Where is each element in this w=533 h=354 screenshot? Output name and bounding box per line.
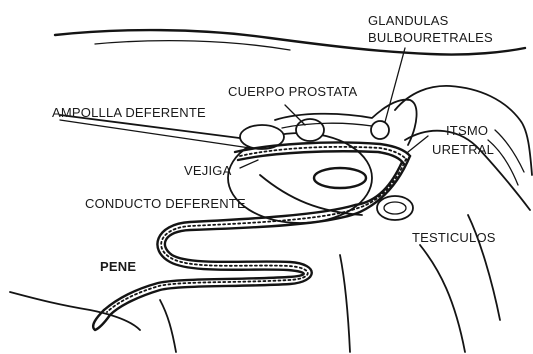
bladder-inner-oval	[314, 168, 366, 188]
body-outline-top-inner	[95, 41, 290, 50]
glandulas-pointer	[385, 48, 405, 122]
testicle	[377, 196, 413, 220]
label-ampollla-deferente: AMPOLLLA DEFERENTE	[52, 105, 206, 120]
label-vejiga: VEJIGA	[184, 163, 232, 178]
penis-tip	[93, 310, 110, 330]
label-bulbouretrales: BULBOURETRALES	[368, 30, 493, 45]
ampolla-pointer-line-2	[60, 120, 250, 148]
label-conducto-deferente: CONDUCTO DEFERENTE	[85, 196, 246, 211]
label-testiculos: TESTICULOS	[412, 230, 496, 245]
urethra-descending-dots	[107, 159, 406, 312]
pelvic-contour	[275, 100, 417, 145]
label-cuerpo-prostata: CUERPO PROSTATA	[228, 84, 358, 99]
belly-line-a	[160, 300, 176, 352]
prostate-body	[296, 119, 324, 141]
urethra-pelvic-inner	[238, 151, 404, 164]
vejiga-pointer	[240, 160, 258, 168]
vas-deferens-line	[260, 175, 362, 215]
label-uretral: URETRAL	[432, 142, 494, 157]
belly-line-b	[340, 255, 350, 352]
label-pene: PENE	[100, 259, 136, 274]
tail-hair-lines	[488, 130, 524, 185]
belly-line-c	[420, 245, 465, 352]
label-glandulas: GLANDULAS	[368, 13, 449, 28]
label-itsmo: ITSMO	[446, 123, 488, 138]
bulbourethral-gland	[371, 121, 389, 139]
